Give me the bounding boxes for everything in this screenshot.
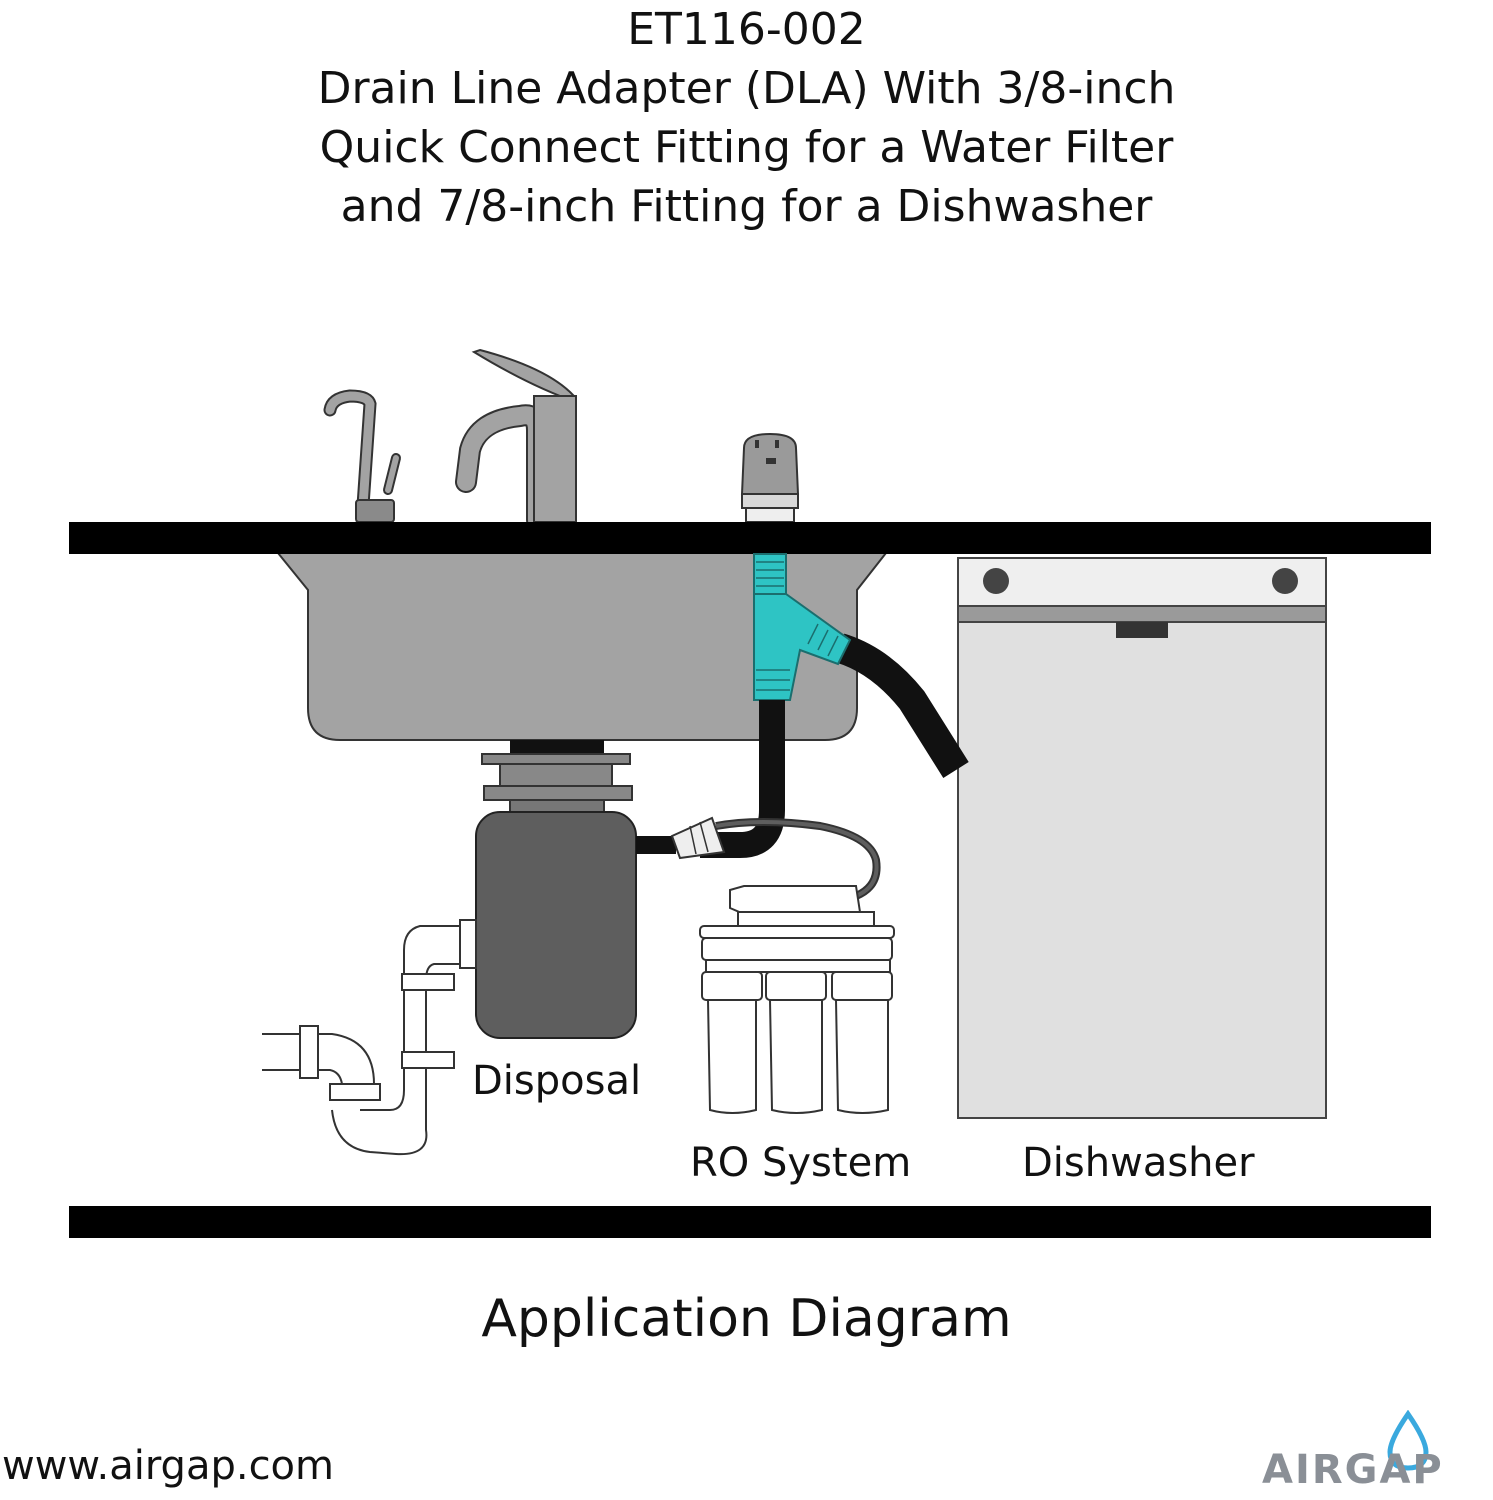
ro-system: [699, 885, 895, 1114]
diagram-title: ET116-002 Drain Line Adapter (DLA) With …: [0, 0, 1493, 236]
water-drop-icon: [1387, 1410, 1429, 1471]
airgap-logo: AIRGAP: [1262, 1410, 1492, 1500]
logo-wordmark: AIRGAP: [1262, 1447, 1444, 1493]
dishwasher-drain-hose: [835, 633, 969, 778]
quick-connect-fitting: [670, 816, 726, 860]
floor: [69, 1206, 1431, 1238]
dishwasher: [957, 557, 1327, 1119]
diagram-caption: Application Diagram: [481, 1289, 1012, 1349]
air-gap-cap: [740, 432, 800, 523]
website-url: www.airgap.com: [2, 1443, 334, 1489]
disposal-unit: [475, 740, 676, 1039]
kitchen-faucet: [455, 348, 577, 531]
disposal-drain-hose: [700, 700, 785, 858]
label-disposal: Disposal: [472, 1058, 641, 1104]
label-dishwasher: Dishwasher: [1022, 1140, 1255, 1186]
title-line-2: Drain Line Adapter (DLA) With 3/8-inch: [317, 63, 1176, 114]
instant-hot-faucet: [323, 389, 401, 527]
p-trap: [262, 919, 477, 1156]
sink: [275, 552, 889, 741]
title-part-number: ET116-002: [627, 4, 866, 55]
countertop: [69, 522, 1431, 554]
title-line-4: and 7/8-inch Fitting for a Dishwasher: [340, 181, 1153, 232]
label-ro-system: RO System: [690, 1140, 911, 1186]
title-line-3: Quick Connect Fitting for a Water Filter: [319, 122, 1174, 173]
